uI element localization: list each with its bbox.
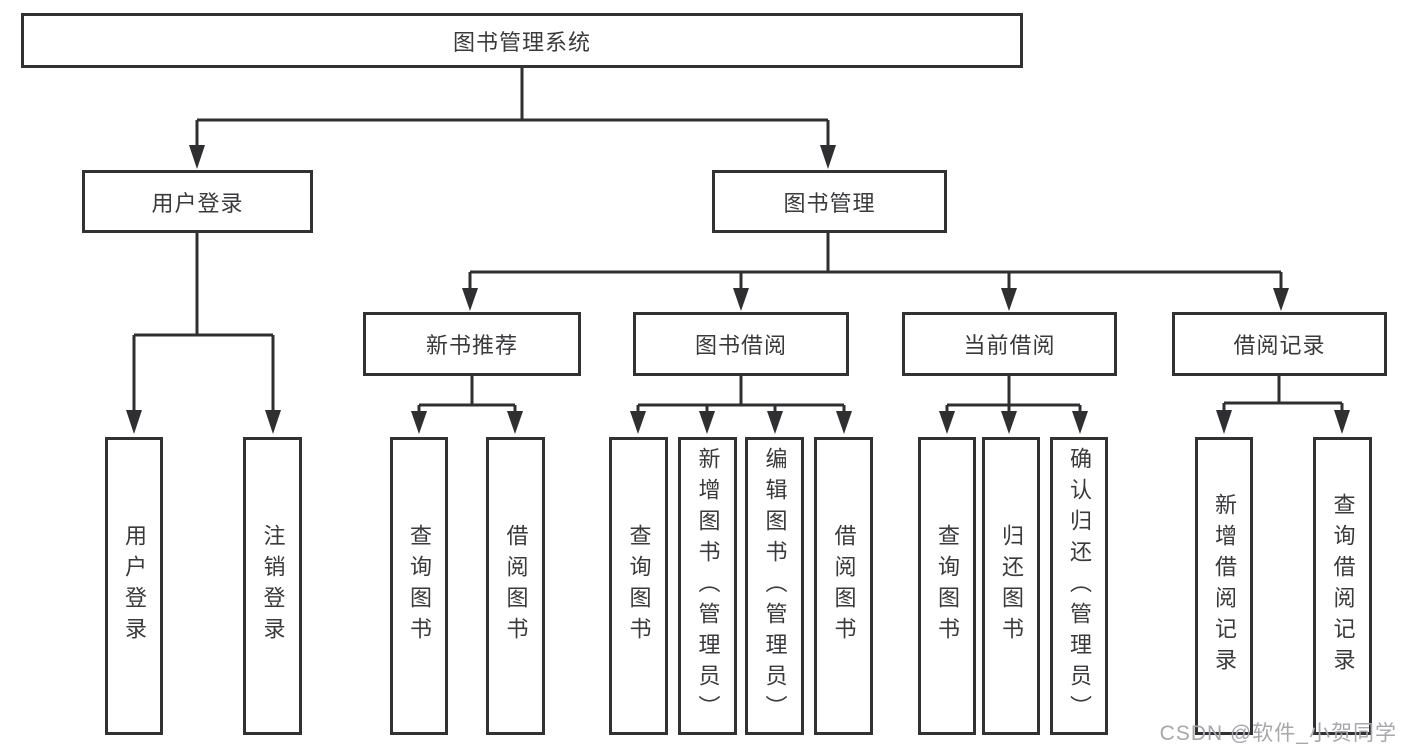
leaf-logout: 注销登录	[243, 437, 302, 735]
node-root-label: 图书管理系统	[452, 29, 591, 55]
connector-user-login-to-leaves	[126, 233, 281, 434]
leaf-return-books: 归还图书	[982, 437, 1040, 735]
leaf-user-login: 用户登录	[105, 437, 163, 735]
connector-borrowing-records-to-leaves	[1216, 376, 1350, 434]
connector-root-to-level2	[189, 68, 836, 169]
node-new-book-recommend: 新书推荐	[363, 312, 581, 376]
leaf-query-books-current: 查询图书	[918, 437, 976, 735]
node-new-book-recommend-label: 新书推荐	[425, 333, 518, 358]
node-user-login-label: 用户登录	[151, 190, 244, 216]
leaf-edit-books-admin-label: 编辑图书（管理员）	[762, 446, 788, 726]
leaf-user-login-label: 用户登录	[122, 524, 147, 648]
leaf-add-books-admin-label: 新增图书（管理员）	[695, 446, 721, 726]
leaf-edit-books-admin: 编辑图书（管理员）	[745, 437, 804, 735]
connector-book-borrowing-to-leaves	[630, 376, 852, 434]
leaf-borrow-books-borrowing-label: 借阅图书	[831, 524, 857, 648]
watermark: CSDN @软件_小贺同学	[1159, 722, 1397, 745]
leaf-query-books-borrowing: 查询图书	[609, 437, 668, 735]
leaf-query-borrow-record-label: 查询借阅记录	[1330, 493, 1356, 679]
node-root: 图书管理系统	[21, 13, 1023, 68]
node-current-borrowing: 当前借阅	[902, 312, 1117, 376]
node-borrowing-records-label: 借阅记录	[1233, 333, 1326, 358]
connector-current-borrowing-to-leaves	[939, 376, 1088, 434]
node-current-borrowing-label: 当前借阅	[963, 333, 1056, 358]
leaf-return-books-label: 归还图书	[999, 524, 1024, 648]
leaf-query-books-recommend-label: 查询图书	[407, 524, 432, 648]
node-borrowing-records: 借阅记录	[1172, 312, 1387, 376]
leaf-query-books-current-label: 查询图书	[935, 524, 960, 648]
node-book-borrowing-label: 图书借阅	[694, 333, 787, 358]
leaf-query-books-recommend: 查询图书	[390, 437, 448, 735]
connector-book-management-to-level3	[462, 233, 1289, 311]
leaf-query-borrow-record: 查询借阅记录	[1313, 437, 1372, 735]
connector-new-book-recommend-to-leaves	[411, 376, 523, 434]
leaf-confirm-return-admin-label: 确认归还（管理员）	[1067, 446, 1092, 726]
node-user-login: 用户登录	[82, 170, 313, 233]
node-book-management-label: 图书管理	[783, 190, 876, 216]
leaf-add-borrow-record: 新增借阅记录	[1195, 437, 1253, 735]
leaf-add-books-admin: 新增图书（管理员）	[678, 437, 737, 735]
leaf-logout-label: 注销登录	[260, 524, 286, 648]
leaf-query-books-borrowing-label: 查询图书	[626, 524, 652, 648]
leaf-borrow-books-recommend-label: 借阅图书	[503, 524, 529, 648]
node-book-management: 图书管理	[712, 170, 947, 233]
leaf-borrow-books-borrowing: 借阅图书	[814, 437, 873, 735]
leaf-borrow-books-recommend: 借阅图书	[486, 437, 545, 735]
node-book-borrowing: 图书借阅	[633, 312, 849, 376]
leaf-add-borrow-record-label: 新增借阅记录	[1212, 493, 1237, 679]
leaf-confirm-return-admin: 确认归还（管理员）	[1050, 437, 1108, 735]
